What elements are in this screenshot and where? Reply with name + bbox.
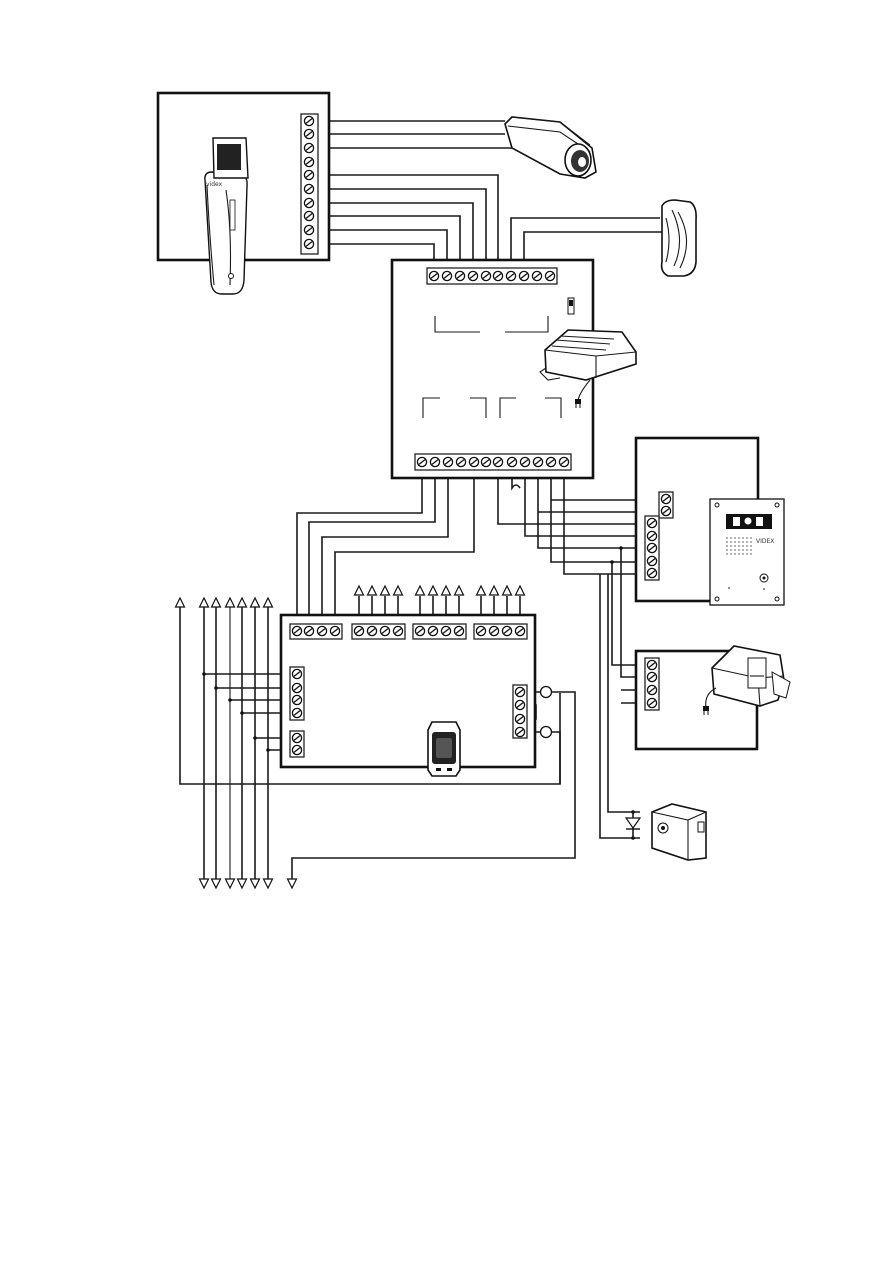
video-monitor-unit: videx (158, 93, 329, 294)
diode-symbol (626, 812, 640, 838)
telephone-handset-icon (662, 200, 697, 276)
electric-lock-icon (652, 804, 706, 860)
video-distributor-icon (428, 722, 460, 776)
handset-brand: videx (206, 181, 223, 188)
transformer-unit (636, 646, 790, 749)
cctv-camera-icon (505, 117, 596, 178)
door-entry-panel-icon: VIDEX (710, 499, 784, 605)
distribution-module (281, 615, 552, 776)
panel-brand: VIDEX (756, 538, 774, 545)
door-panel-unit: VIDEX (636, 438, 784, 605)
